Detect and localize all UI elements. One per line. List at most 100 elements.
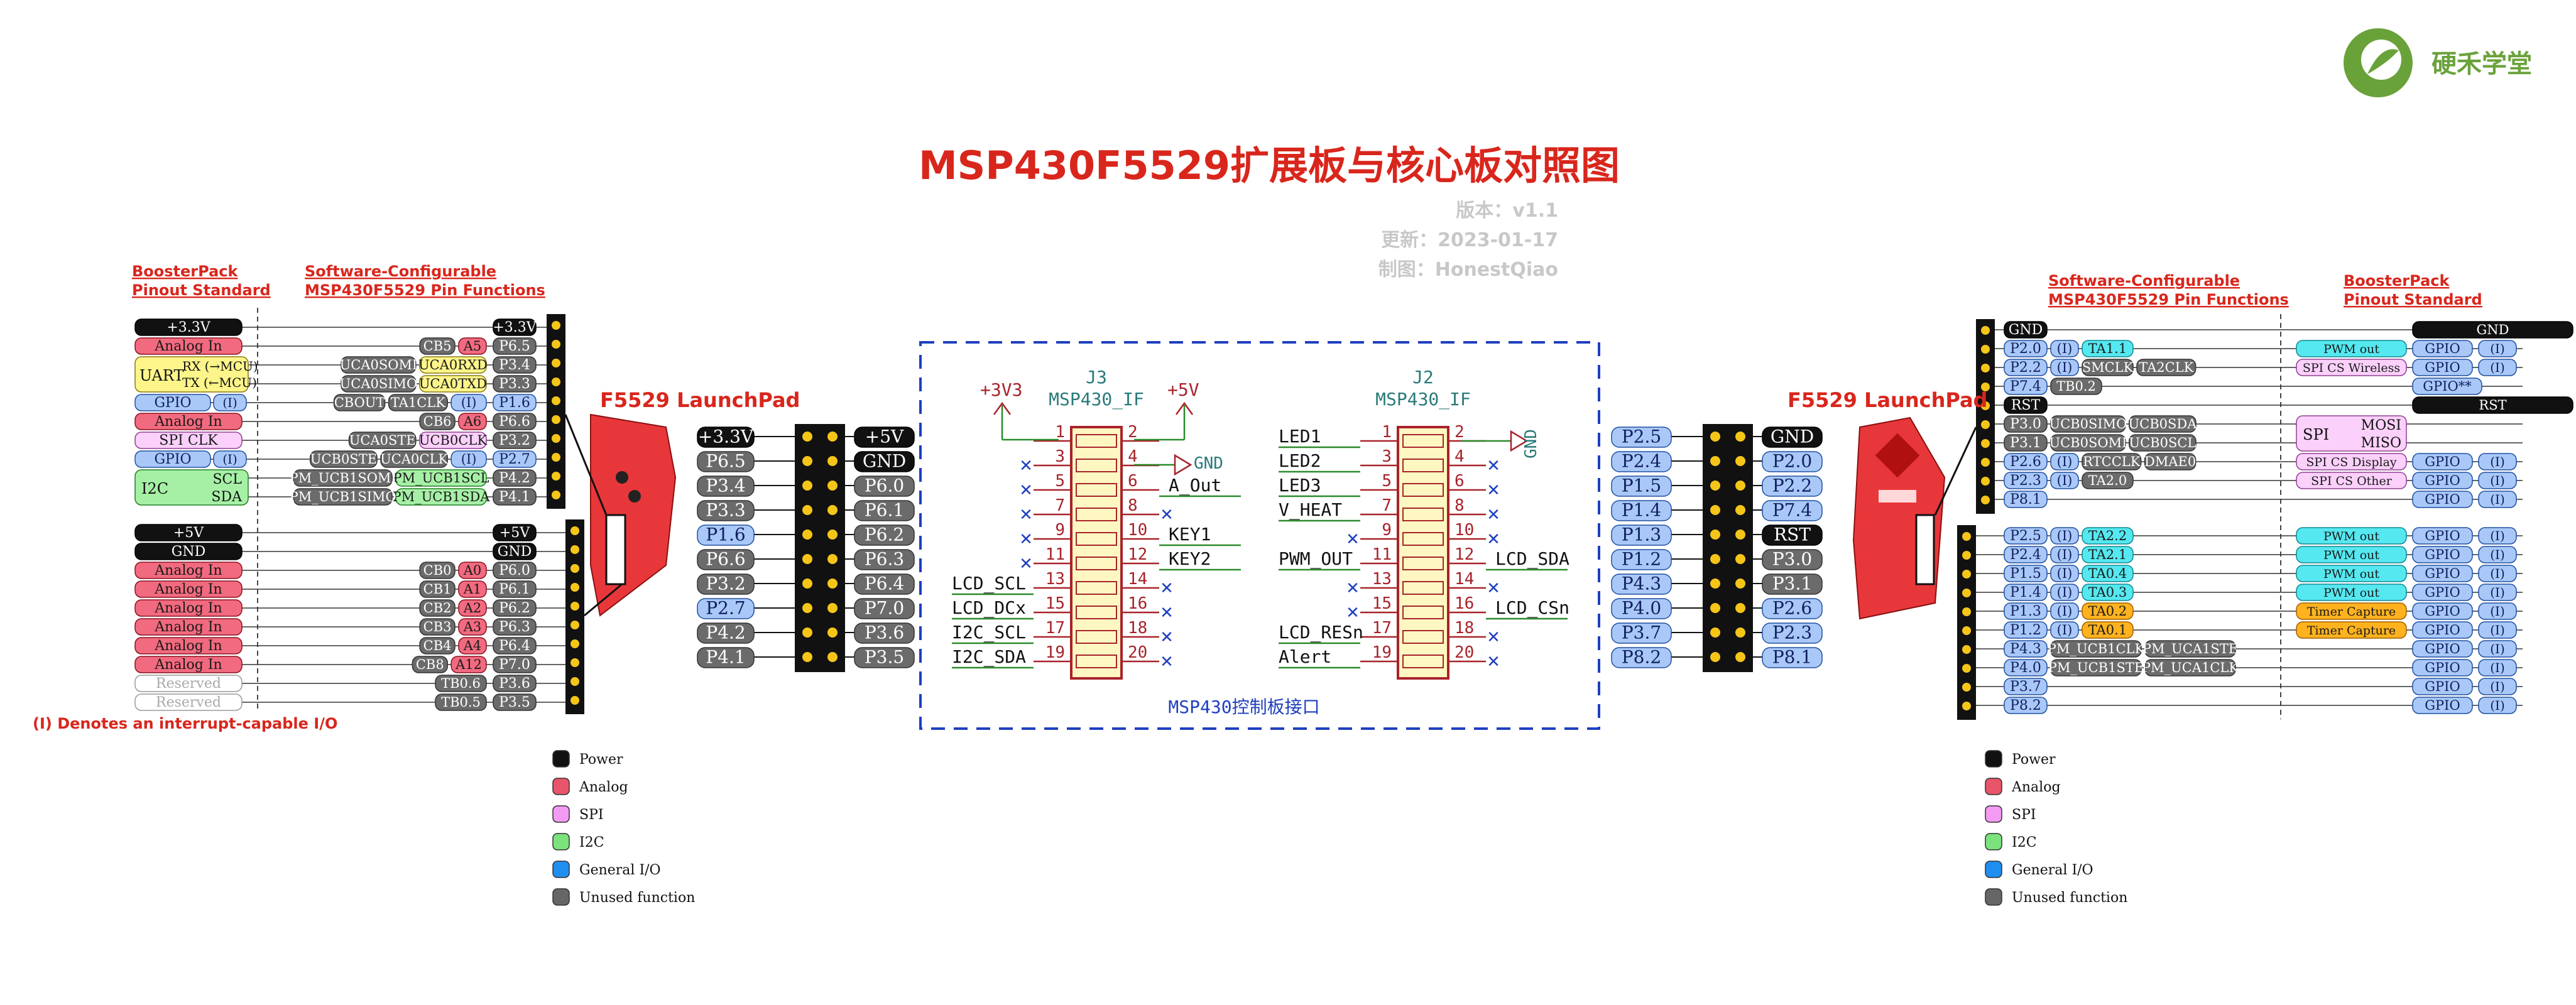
- right-row-P2.2-std-role-box: [2296, 359, 2407, 376]
- right-row-P3.1-pin-box: [2004, 434, 2048, 452]
- right-row-P2.6-fn-2-box: [2144, 453, 2197, 470]
- left-row-P6.6-fn-1-label: A6: [463, 414, 482, 429]
- right-row-P3.0-fn-1-box: [2129, 415, 2197, 433]
- left-row-P6.2-pin-box: [493, 599, 537, 617]
- header-pin-dot: [802, 432, 812, 442]
- left-row-P3.3-fn-0-label: UCA0SIMO: [340, 376, 418, 391]
- left-row-P4.1-fn-1-label: PM_UCB1SDA: [392, 489, 490, 504]
- right-row-P1.5-fn-1-label: TA0.4: [2088, 566, 2127, 581]
- right-row-P2.2-fn-1-label: SMCLK: [2082, 360, 2134, 375]
- pin-number: 3: [1382, 447, 1392, 466]
- boosterpack-std-label: BoosterPack: [132, 263, 239, 280]
- schematic-frame: [919, 341, 1600, 730]
- connector-name: MSP430_IF: [1049, 389, 1144, 410]
- right-row-P2.4-std-label-box: [2412, 546, 2473, 563]
- sw-config-label: Software-Configurable: [305, 263, 496, 280]
- left-row-P3.2-fn-0-label: UCA0STE: [349, 433, 416, 448]
- left-row-P6.4-fn-1-box: [458, 637, 487, 655]
- header-pin-dot: [1981, 496, 1990, 504]
- left-row-+3.3V-std-box: [134, 318, 243, 336]
- header-pin-dot: [570, 621, 579, 629]
- left-row-P3.2-std-box: [134, 432, 243, 449]
- right-row-P8.1-pin-box: [2004, 491, 2048, 508]
- right-row-P2.0-fn-1-box: [2082, 340, 2134, 357]
- right-row-P2.4-fn-0-label: (I): [2057, 547, 2073, 562]
- right-row-P1.3-fn-1-label: TA0.2: [2088, 604, 2127, 619]
- no-connect-icon: ✕: [1160, 604, 1174, 622]
- left-row-P6.2-fn-1-label: A2: [463, 600, 482, 616]
- rhdr-right-GND-box: [1762, 426, 1823, 448]
- legend-swatch: [552, 833, 570, 850]
- right-row-P1.2-fn-0-box: [2050, 621, 2079, 639]
- left-row-P6.1-pin-box: [493, 580, 537, 598]
- legend-label: General I/O: [2012, 862, 2093, 878]
- lhdr-left-P4.1-label: P4.1: [706, 646, 745, 667]
- lhdr-right-GND-label: GND: [863, 450, 906, 471]
- legend-swatch: [1985, 833, 2002, 850]
- boosterpack-std-label: Pinout Standard: [2344, 291, 2482, 308]
- pin-number: 6: [1128, 472, 1138, 491]
- net-label: A_Out: [1169, 475, 1221, 496]
- pin-number: 10: [1128, 521, 1147, 540]
- lhdr-right-P7.0-label: P7.0: [865, 597, 904, 618]
- no-connect-icon: ✕: [1346, 530, 1360, 549]
- header-pin-dot: [802, 603, 812, 613]
- right-row-P4.0-pin-label: P4.0: [2010, 660, 2041, 676]
- right-row-P1.5-std-i-label: (I): [2490, 566, 2505, 581]
- lhdr-left-P6.6-label: P6.6: [706, 548, 745, 569]
- right-row-P1.5-std-role-box: [2296, 565, 2407, 582]
- left-row-P1.6-std-i-box: [213, 394, 247, 411]
- header-pin-dot: [1962, 532, 1971, 541]
- no-connect-icon: ✕: [1160, 579, 1174, 598]
- right-row-P2.5-fn-1-label: TA2.2: [2088, 528, 2127, 543]
- lhdr-right-P3.6-box: [854, 622, 915, 644]
- power-label-5v: +5V: [1167, 379, 1199, 400]
- header-pin-dot: [1962, 607, 1971, 616]
- left-row-P3.2-pin-label: P3.2: [499, 433, 530, 448]
- right-row-P2.0-std-i-box: [2478, 340, 2517, 357]
- right-row-P1.5-fn-0-label: (I): [2057, 566, 2073, 581]
- left-row-P7.0-pin-box: [493, 656, 537, 673]
- rhdr-right-P3.1-label: P3.1: [1772, 573, 1812, 594]
- right-row-P1.2-fn-0-label: (I): [2057, 622, 2073, 638]
- header-pin-dot: [552, 340, 560, 349]
- connector-pin-slot: [1402, 655, 1444, 668]
- rhdr-left-P3.7-box: [1611, 622, 1672, 644]
- uart-rx-label: RX (→MCU): [182, 359, 258, 374]
- right-row-P7.4-std-label-box: [2412, 378, 2482, 395]
- gnd-symbol-icon: [1174, 454, 1192, 476]
- right-row-P8.2-std-label-box: [2412, 697, 2473, 714]
- legend-label: I2C: [2012, 835, 2037, 850]
- power-arrow-icon: [1175, 401, 1194, 415]
- connector-pin-slot: [1402, 532, 1444, 546]
- left-row-P3.6-fn-0-label: TB0.6: [441, 676, 481, 691]
- left-row-P6.4-std-label: Analog In: [154, 638, 222, 654]
- pin-number: 16: [1454, 594, 1474, 613]
- right-row-P2.6-std-label-label: GPIO: [2425, 454, 2460, 469]
- right-row-P2.3-pin-box: [2004, 472, 2048, 489]
- pin-number: 11: [1372, 545, 1392, 564]
- left-row-P3.6-pin-box: [493, 675, 537, 692]
- right-row-P7.4-fn-0-label: TB0.2: [2056, 379, 2096, 394]
- lhdr-right-P6.3-label: P6.3: [865, 548, 904, 569]
- left-row-P3.4-fn-1-box: [419, 356, 487, 374]
- lhdr-right-P3.5-label: P3.5: [865, 646, 904, 667]
- right-row-P2.2-pin-label: P2.2: [2010, 360, 2041, 376]
- left-row-P2.7-pin-label: P2.7: [499, 452, 530, 467]
- header-pin-dot: [570, 677, 579, 686]
- pin-number: 13: [1372, 570, 1392, 589]
- header-pin-dot: [827, 456, 838, 466]
- lhdr-left-P6.5-box: [697, 451, 755, 472]
- board-body: [590, 413, 677, 617]
- right-row-P1.2-pin-label: P1.2: [2010, 622, 2041, 638]
- left-row-P6.3-fn-0-label: CB3: [423, 619, 452, 634]
- right-row-P7.4-std-label-label: GPIO**: [2423, 379, 2472, 394]
- left-row-P4.2-pin-label: P4.2: [499, 470, 530, 486]
- net-label: LCD_RESn: [1279, 622, 1363, 643]
- right-row-P2.6-pin-box: [2004, 453, 2048, 470]
- rhdr-right-P2.6-label: P2.6: [1772, 597, 1812, 618]
- right-row-P2.2-std-label-label: GPIO: [2425, 360, 2460, 375]
- net-label: I2C_SCL: [952, 622, 1026, 643]
